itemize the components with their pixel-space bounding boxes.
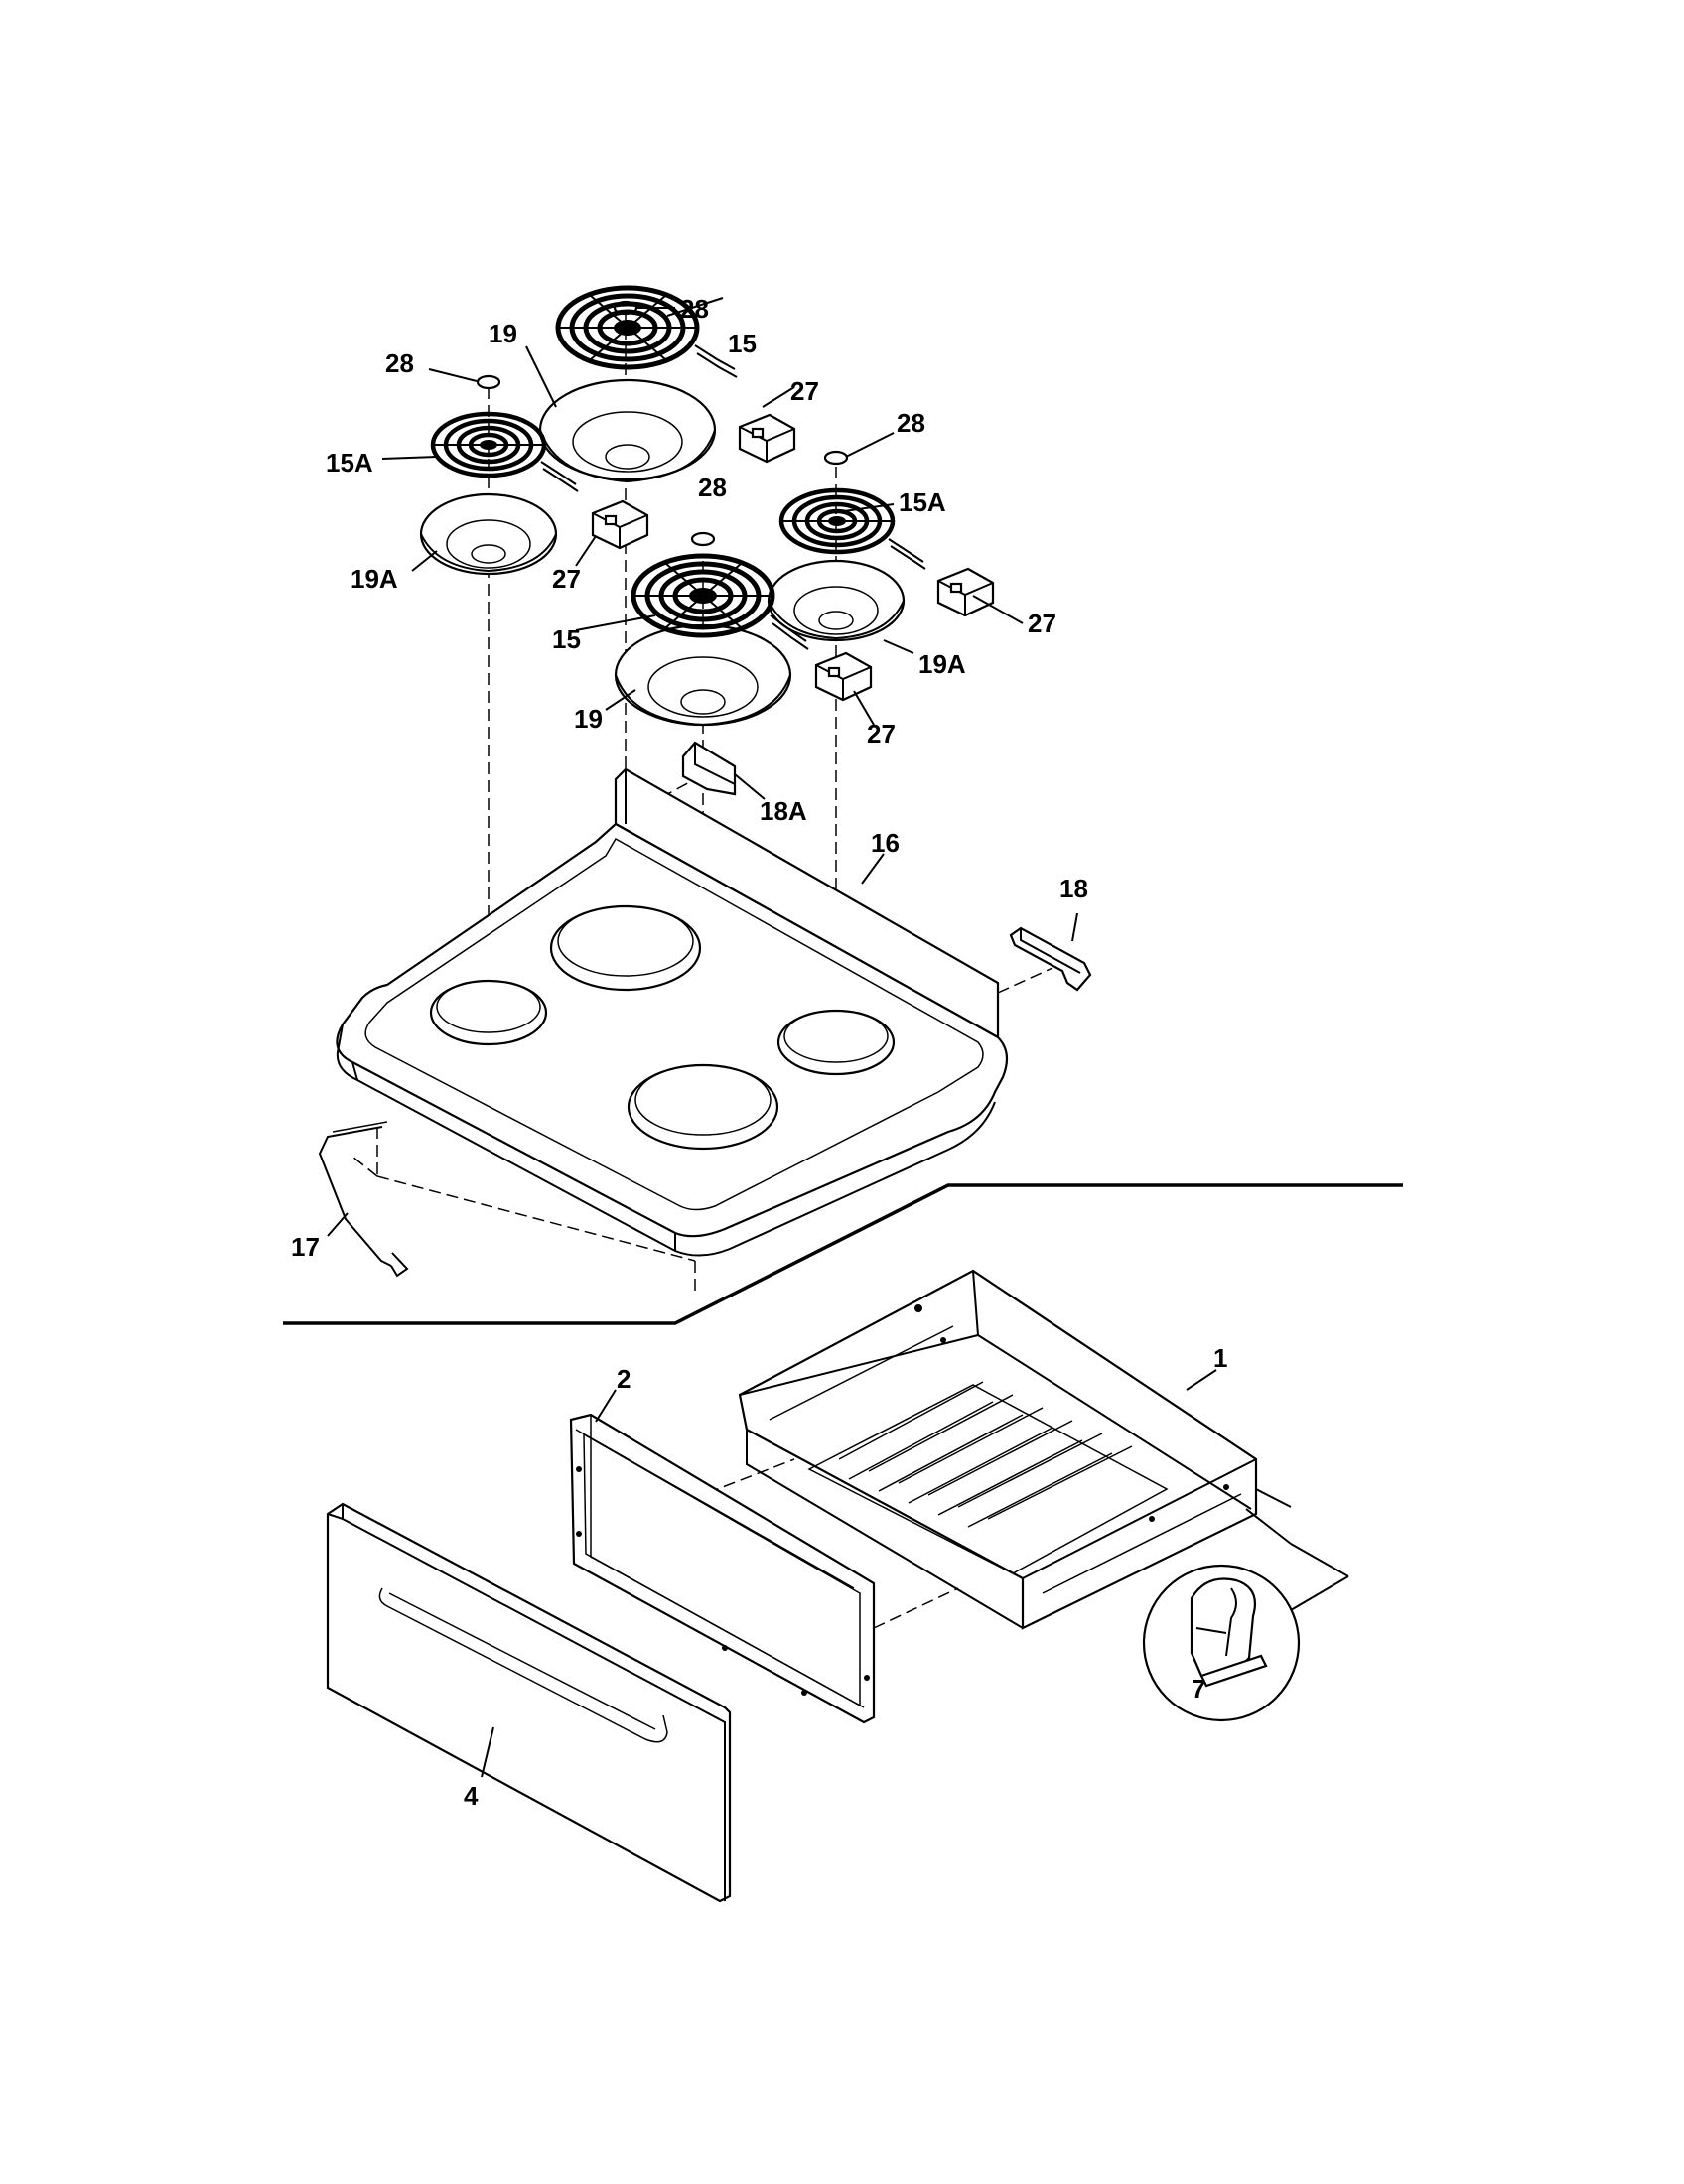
drawer-glide-callout bbox=[1142, 1508, 1349, 1722]
label-28-right: 28 bbox=[897, 408, 925, 438]
label-28-center-front: 28 bbox=[698, 473, 727, 502]
label-18: 18 bbox=[1059, 874, 1088, 903]
label-15-back: 15 bbox=[728, 329, 757, 358]
brackets bbox=[681, 741, 1092, 992]
label-19-front: 19 bbox=[574, 704, 603, 734]
prop-rod bbox=[318, 1121, 409, 1278]
drawer-liner bbox=[569, 1413, 876, 1724]
receptacles bbox=[591, 413, 995, 702]
label-15a-left: 15A bbox=[326, 448, 373, 478]
label-15a-right: 15A bbox=[899, 487, 946, 517]
label-16: 16 bbox=[871, 828, 900, 858]
cooktop bbox=[336, 767, 1009, 1257]
label-4: 4 bbox=[464, 1781, 479, 1811]
label-28-left: 28 bbox=[385, 348, 414, 378]
part-number-labels: 28 19 15 28 27 28 15A 28 15A 19A 27 27 1… bbox=[291, 294, 1227, 1811]
label-27-left: 27 bbox=[552, 564, 581, 594]
drawer-body bbox=[738, 1269, 1292, 1630]
label-2: 2 bbox=[617, 1364, 631, 1394]
label-27-front: 27 bbox=[867, 719, 896, 749]
surface-elements bbox=[430, 285, 926, 650]
leader-lines bbox=[327, 297, 1217, 1778]
label-19a-right: 19A bbox=[918, 649, 966, 679]
section-divider bbox=[283, 1183, 1403, 1325]
label-7: 7 bbox=[1192, 1674, 1205, 1704]
drawer-front bbox=[326, 1502, 732, 1903]
label-19-back: 19 bbox=[489, 319, 517, 348]
label-1: 1 bbox=[1213, 1343, 1227, 1373]
label-27-right: 27 bbox=[1028, 609, 1056, 638]
label-27-back: 27 bbox=[790, 376, 819, 406]
label-18a: 18A bbox=[760, 796, 807, 826]
label-28-center-back: 28 bbox=[680, 294, 709, 324]
label-17: 17 bbox=[291, 1232, 320, 1262]
label-19a-left: 19A bbox=[351, 564, 398, 594]
label-15-front: 15 bbox=[552, 624, 581, 654]
